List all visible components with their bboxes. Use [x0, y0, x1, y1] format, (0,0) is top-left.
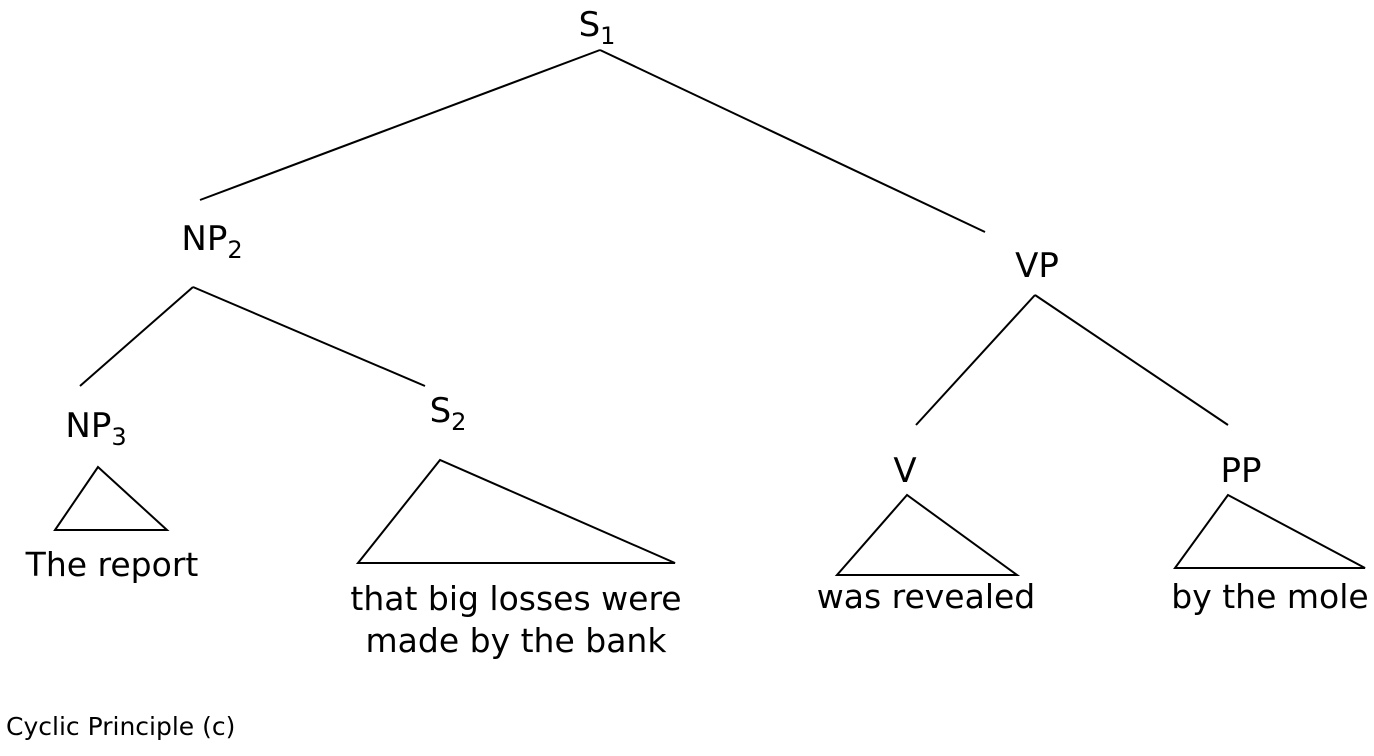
triangle-np3: [53, 465, 170, 531]
figure-caption: Cyclic Principle (c): [6, 712, 236, 741]
node-s2: S2: [430, 391, 467, 436]
leaf-np3: The report: [25, 545, 199, 584]
node-np2: NP2: [181, 219, 242, 264]
leaf-s2-line1: that big losses were: [350, 579, 681, 618]
leaf-pp: by the mole: [1171, 577, 1368, 616]
edge-s1-vp: [599, 49, 986, 233]
edge-np2-s2: [192, 286, 426, 387]
node-np3: NP3: [65, 406, 126, 451]
triangle-v: [834, 493, 1021, 576]
leaf-v: was revealed: [817, 577, 1036, 616]
node-s1: S1: [579, 5, 616, 50]
edge-vp-v: [915, 294, 1036, 426]
leaf-s2-line2: made by the bank: [366, 621, 668, 660]
edge-s1-np2: [199, 49, 601, 201]
edge-vp-pp: [1034, 294, 1229, 426]
triangle-pp: [1173, 493, 1366, 569]
node-v: V: [893, 451, 916, 491]
edge-np2-np3: [79, 286, 194, 387]
triangle-s2: [355, 458, 676, 564]
node-vp: VP: [1015, 246, 1059, 286]
syntax-tree: S1 NP2 VP NP3 S2 V PP The report that bi…: [25, 5, 1369, 660]
node-pp: PP: [1220, 451, 1261, 491]
